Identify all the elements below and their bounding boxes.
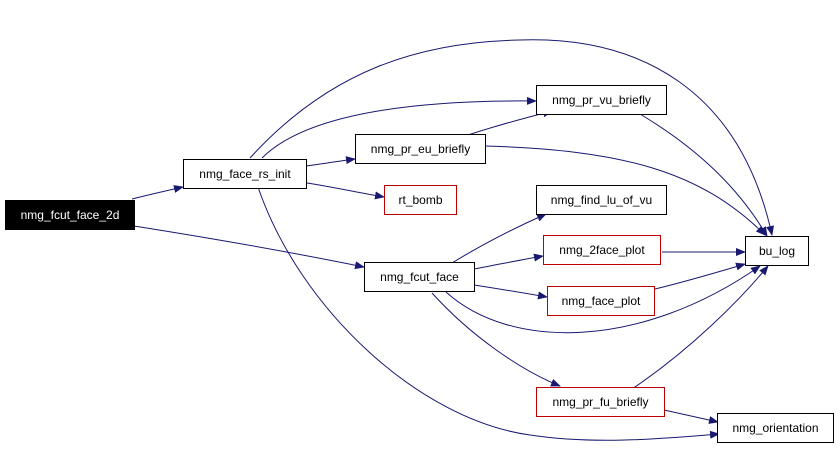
edge-fcut-face-to-face-plot (473, 284, 548, 300)
edge-face-rs-init-to-pr-vu-briefly (261, 96, 537, 159)
edge-pr-fu-briefly-to-bu-log (631, 265, 769, 390)
node-nmg-face-plot[interactable]: nmg_face_plot (547, 286, 655, 316)
edge-fcut-face-to-2face-plot (473, 253, 544, 270)
node-nmg-fcut-face-2d[interactable]: nmg_fcut_face_2d (5, 200, 135, 230)
node-nmg-face-rs-init[interactable]: nmg_face_rs_init (183, 159, 307, 189)
edge-fcut-face-2d-to-fcut-face (133, 225, 365, 270)
node-bu-log[interactable]: bu_log (745, 236, 809, 266)
edge-pr-fu-briefly-to-orientation (663, 409, 719, 424)
node-nmg-2face-plot[interactable]: nmg_2face_plot (543, 235, 661, 265)
edge-face-rs-init-to-rt-bomb (306, 182, 385, 200)
edge-fcut-face-to-bu-log (445, 265, 761, 334)
edge-face-rs-init-to-bu-log (249, 39, 774, 236)
node-nmg-fcut-face[interactable]: nmg_fcut_face (364, 262, 475, 292)
edge-face-rs-init-to-orientation (257, 186, 720, 441)
edge-fcut-face-to-pr-fu-briefly (431, 292, 561, 387)
edge-face-plot-to-bu-log (654, 262, 746, 290)
node-nmg-pr-vu-briefly[interactable]: nmg_pr_vu_briefly (536, 85, 667, 115)
node-nmg-find-lu-of-vu[interactable]: nmg_find_lu_of_vu (536, 185, 667, 215)
node-rt-bomb[interactable]: rt_bomb (384, 185, 457, 215)
edge-fcut-face-to-find-lu-of-vu (451, 213, 547, 264)
node-nmg-pr-fu-briefly[interactable]: nmg_pr_fu_briefly (536, 387, 665, 417)
edge-pr-vu-briefly-to-bu-log (639, 113, 768, 237)
node-nmg-pr-eu-briefly[interactable]: nmg_pr_eu_briefly (355, 134, 486, 164)
edge-pr-eu-briefly-to-bu-log (484, 145, 766, 236)
edge-face-rs-init-to-pr-eu-briefly (305, 156, 356, 167)
node-nmg-orientation[interactable]: nmg_orientation (717, 413, 834, 443)
edge-fcut-face-2d-to-face-rs-init (131, 185, 184, 200)
